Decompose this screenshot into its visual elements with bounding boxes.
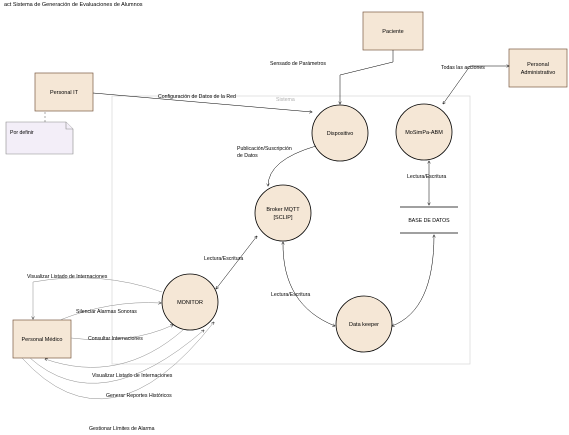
- process-mosimpa-abm-label: MoSimPa-ABM: [405, 130, 443, 136]
- external-personal-administrativo-label-line1: Personal: [527, 62, 549, 68]
- external-personal-it-label: Personal IT: [50, 90, 79, 96]
- external-personal-administrativo-label-line2: Administrativo: [521, 70, 556, 76]
- process-dispositivo-label: Dispositivo: [327, 131, 354, 137]
- flow-lectura-escritura-dk-label: Lectura/Escritura: [271, 292, 310, 298]
- flow-gestionar-limites-label: Gestionar Límites de Alarma: [89, 426, 155, 432]
- external-personal-administrativo[interactable]: Personal Administrativo: [508, 48, 568, 88]
- process-monitor[interactable]: MONITOR: [161, 273, 219, 331]
- external-personal-it[interactable]: Personal IT: [34, 72, 94, 112]
- flow-publicacion-suscripcion: Publicación/Suscripción de Datos: [237, 145, 317, 186]
- flow-generar-reportes: Generar Reportes Históricos: [29, 330, 204, 399]
- flow-sensado-parametros: Sensado de Parámetros: [270, 50, 394, 104]
- process-monitor-label: MONITOR: [177, 300, 203, 306]
- external-personal-medico-label: Personal Médico: [22, 337, 63, 343]
- flow-lectura-escritura-dk: Lectura/Escritura: [271, 242, 335, 326]
- diagram-title: act Sistema de Generación de Evaluacione…: [4, 2, 143, 8]
- flow-generar-reportes-label: Generar Reportes Históricos: [106, 393, 172, 399]
- flow-datakeeper-db: [392, 235, 434, 326]
- datastore-base-de-datos[interactable]: BASE DE DATOS: [400, 206, 458, 234]
- flow-visualizar-listado-2-label: Visualizar Listado de Internaciones: [92, 373, 173, 379]
- flow-pub-susc-label-line1: Publicación/Suscripción: [237, 146, 292, 152]
- flow-visualizar-listado-2: Visualizar Listado de Internaciones: [45, 329, 184, 379]
- flow-consultar-internaciones: Consultar Internaciones: [70, 325, 173, 342]
- system-boundary-label: Sistema: [276, 97, 295, 103]
- external-paciente-label: Paciente: [382, 29, 403, 35]
- flow-consultar-internaciones-label: Consultar Internaciones: [88, 336, 143, 342]
- flow-pub-susc-label-line2: de Datos: [237, 153, 258, 159]
- flow-todas-acciones-label: Todas las acciones: [441, 65, 485, 71]
- process-broker-mqtt-label-line2: [SCLIP]: [274, 215, 293, 221]
- process-data-keeper[interactable]: Data keeper: [335, 295, 393, 353]
- flow-silenciar-alarmas-label: Silenciar Alarmas Sonoras: [76, 309, 137, 315]
- flow-todas-acciones: Todas las acciones: [441, 65, 509, 104]
- datastore-label: BASE DE DATOS: [408, 218, 450, 224]
- flow-configuracion-red: Configuración de Datos de la Red: [92, 92, 312, 112]
- process-mosimpa-abm[interactable]: MoSimPa-ABM: [395, 103, 453, 161]
- flow-configuracion-red-label: Configuración de Datos de la Red: [158, 94, 236, 100]
- note-por-definir-text: Por definir: [10, 130, 34, 136]
- flow-lectura-escritura-broker: Lectura/Escritura: [204, 236, 257, 289]
- process-dispositivo[interactable]: Dispositivo: [311, 104, 369, 162]
- flow-lectura-escritura-broker-label: Lectura/Escritura: [204, 256, 243, 262]
- external-personal-medico[interactable]: Personal Médico: [12, 319, 72, 359]
- note-por-definir: Por definir: [5, 112, 74, 155]
- process-data-keeper-label: Data keeper: [349, 322, 379, 328]
- system-boundary: Sistema: [111, 95, 471, 365]
- flow-lectura-escritura-db-label: Lectura/Escritura: [407, 174, 446, 180]
- process-broker-mqtt-label-line1: Broker MQTT: [266, 207, 300, 213]
- flow-lectura-escritura-db: Lectura/Escritura: [407, 161, 446, 205]
- external-paciente[interactable]: Paciente: [362, 11, 424, 51]
- flow-visualizar-listado-1: Visualizar Listado de Internaciones: [27, 274, 163, 319]
- flow-sensado-label: Sensado de Parámetros: [270, 61, 326, 67]
- flow-gestionar-limites: Gestionar Límites de Alarma: [21, 322, 214, 432]
- flow-silenciar-alarmas: Silenciar Alarmas Sonoras: [59, 303, 161, 321]
- process-broker-mqtt[interactable]: Broker MQTT [SCLIP]: [254, 184, 312, 242]
- flow-visualizar-listado-1-label: Visualizar Listado de Internaciones: [27, 274, 108, 280]
